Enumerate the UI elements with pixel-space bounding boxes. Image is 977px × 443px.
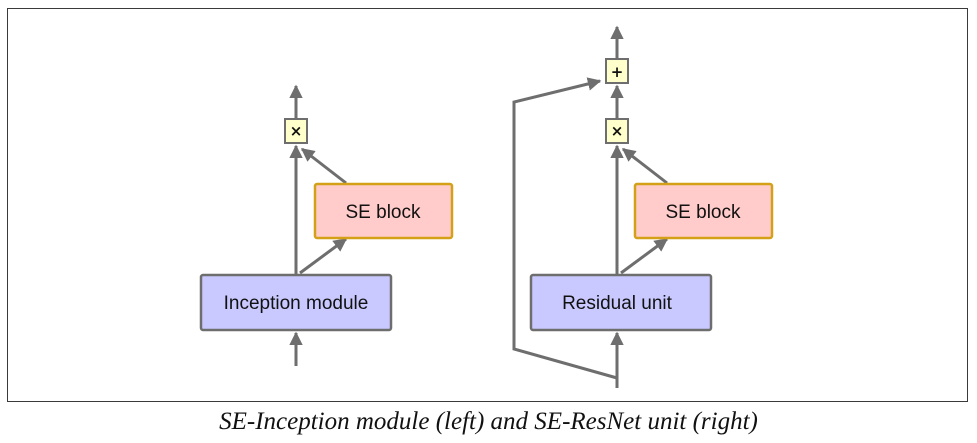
left-diagram: Inception module SE block × bbox=[199, 84, 454, 366]
left-to-se-arrow bbox=[299, 237, 348, 275]
right-se-to-op-arrow bbox=[621, 147, 668, 185]
left-se-block-label: SE block bbox=[346, 202, 421, 223]
right-diagram: Residual unit SE block × + bbox=[512, 25, 774, 388]
right-multiply-icon: × bbox=[611, 122, 624, 140]
left-se-to-op-arrow bbox=[300, 147, 347, 185]
left-multiply-op bbox=[284, 118, 308, 144]
left-se-block-box bbox=[313, 182, 454, 240]
add-icon: + bbox=[611, 63, 624, 81]
left-multiply-icon: × bbox=[290, 122, 303, 140]
figure-caption: SE-Inception module (left) and SE-ResNet… bbox=[219, 408, 758, 435]
skip-connection bbox=[512, 77, 618, 380]
right-se-block-box bbox=[633, 182, 774, 240]
residual-unit-label: Residual unit bbox=[562, 293, 673, 314]
inception-module-box bbox=[199, 273, 393, 332]
diagram-frame bbox=[7, 8, 968, 402]
add-op bbox=[605, 58, 629, 84]
residual-unit-box bbox=[529, 273, 713, 332]
right-to-se-arrow bbox=[620, 237, 669, 275]
right-se-block-label: SE block bbox=[666, 202, 741, 223]
inception-module-label: Inception module bbox=[224, 293, 369, 314]
right-multiply-op bbox=[605, 118, 629, 144]
